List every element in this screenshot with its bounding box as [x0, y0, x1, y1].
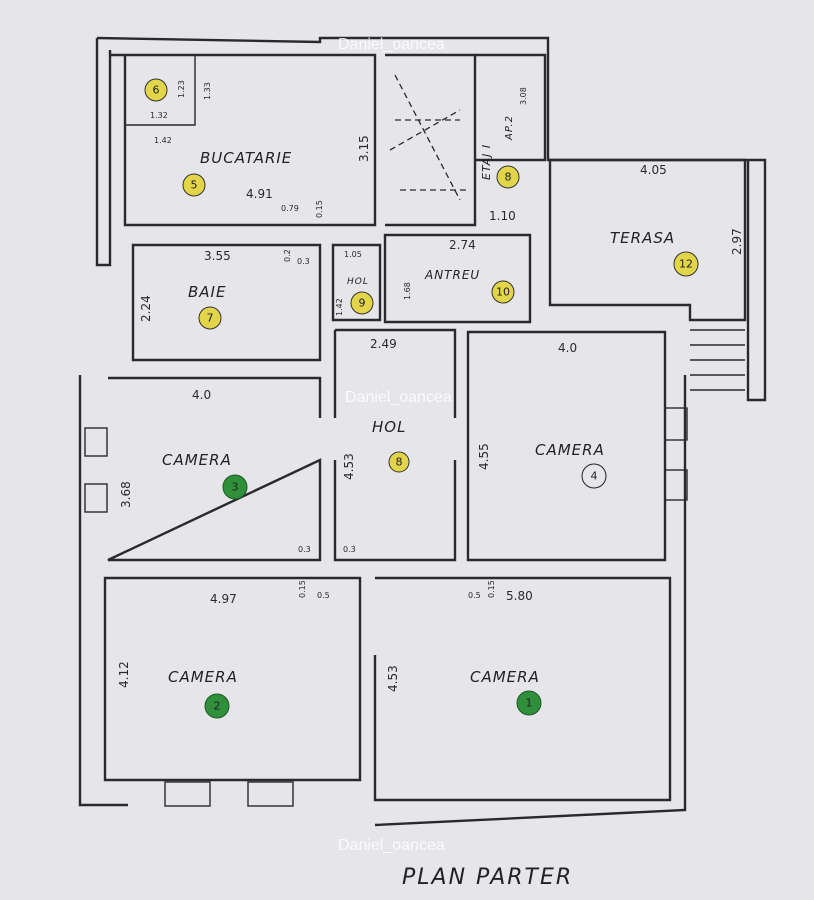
label-camera-3: CAMERA: [162, 451, 232, 469]
dimension-labels: 1.23 1.33 1.32 1.42 4.91 0.79 0.15 3.15 …: [117, 80, 744, 692]
number-label: 12: [679, 258, 693, 271]
d-249-label: 2.49: [370, 337, 397, 351]
number-label: 10: [496, 286, 510, 299]
label-ap2: AP.2: [504, 115, 515, 141]
room-labels: BUCATARIE BAIE HOL ANTREU ETAJ I AP.2 TE…: [162, 115, 675, 686]
d-308-label: 3.08: [519, 87, 528, 105]
d-015c-label: 0.15: [487, 580, 496, 598]
watermark-top: Daniel_oancea: [338, 36, 445, 53]
label-hol-mic: HOL: [347, 277, 369, 287]
number-label: 2: [214, 700, 221, 713]
label-terasa: TERASA: [610, 229, 675, 247]
d-224-label: 2.24: [139, 295, 153, 322]
d-453b-label: 4.53: [386, 665, 400, 692]
marker-3: 3: [222, 474, 248, 500]
d-40b-label: 4.0: [558, 341, 577, 355]
d-455-label: 4.55: [477, 443, 491, 470]
d-015-label: 0.15: [315, 200, 324, 218]
marker-2: 2: [204, 693, 230, 719]
number-label: 1: [526, 697, 533, 710]
d-123-label: 1.23: [177, 80, 186, 98]
d-168-label: 1.68: [403, 282, 412, 300]
marker-4: 4: [581, 463, 607, 489]
room-markers: 6 5 7 9 10 8 12 3 8 4 2 1: [144, 78, 699, 719]
label-camera-1: CAMERA: [470, 668, 540, 686]
label-etaj: ETAJ I: [480, 144, 493, 180]
number-label: 4: [591, 470, 598, 483]
d-03a-label: 0.3: [297, 257, 310, 266]
marker-1: 1: [516, 690, 542, 716]
marker-10: 10: [491, 280, 515, 304]
marker-hol: 8: [388, 451, 410, 473]
label-baie: BAIE: [188, 283, 226, 301]
d-491-label: 4.91: [246, 187, 273, 201]
label-antreu: ANTREU: [424, 268, 480, 282]
d-315-label: 3.15: [357, 135, 371, 162]
number-label: 8: [396, 456, 403, 469]
d-142-label: 1.42: [154, 136, 172, 145]
marker-7: 7: [198, 306, 222, 330]
d-03b-label: 0.3: [298, 545, 311, 554]
marker-8-stairs: 8: [496, 165, 520, 189]
number-label: 9: [359, 297, 366, 310]
d-05a-label: 0.5: [317, 591, 330, 600]
d-132-label: 1.32: [150, 111, 168, 120]
number-label: 8: [505, 171, 512, 184]
label-hol: HOL: [372, 418, 406, 436]
d-497-label: 4.97: [210, 592, 237, 606]
plan-title: PLAN PARTER: [402, 865, 573, 890]
label-camera-2: CAMERA: [168, 668, 238, 686]
d-405-label: 4.05: [640, 163, 667, 177]
d-297-label: 2.97: [730, 228, 744, 255]
number-label: 7: [207, 312, 214, 325]
d-05b-label: 0.5: [468, 591, 481, 600]
d-355-label: 3.55: [204, 249, 231, 263]
d-580-label: 5.80: [506, 589, 533, 603]
marker-9: 9: [350, 291, 374, 315]
d-079-label: 0.79: [281, 204, 299, 213]
d-274-label: 2.74: [449, 238, 476, 252]
watermark-middle: Daniel_oancea: [345, 389, 452, 406]
d-453-label: 4.53: [342, 453, 356, 480]
marker-5: 5: [182, 173, 206, 197]
d-40a-label: 4.0: [192, 388, 211, 402]
watermark-bottom: Daniel_oancea: [338, 837, 445, 854]
d-03c-label: 0.3: [343, 545, 356, 554]
d-105-label: 1.05: [344, 250, 362, 259]
marker-6: 6: [144, 78, 168, 102]
d-015b-label: 0.15: [298, 580, 307, 598]
d-412-label: 4.12: [117, 661, 131, 688]
d-02-label: 0.2: [283, 249, 292, 262]
number-label: 3: [232, 481, 239, 494]
d-133-label: 1.33: [203, 82, 212, 100]
walls: [78, 36, 767, 827]
label-bucatarie: BUCATARIE: [200, 149, 292, 167]
d-110-label: 1.10: [489, 209, 516, 223]
d-368-label: 3.68: [119, 481, 133, 508]
label-camera-4: CAMERA: [535, 441, 605, 459]
number-label: 5: [191, 179, 198, 192]
marker-12: 12: [673, 251, 699, 277]
number-label: 6: [153, 84, 160, 97]
d-142b-label: 1.42: [335, 298, 344, 316]
